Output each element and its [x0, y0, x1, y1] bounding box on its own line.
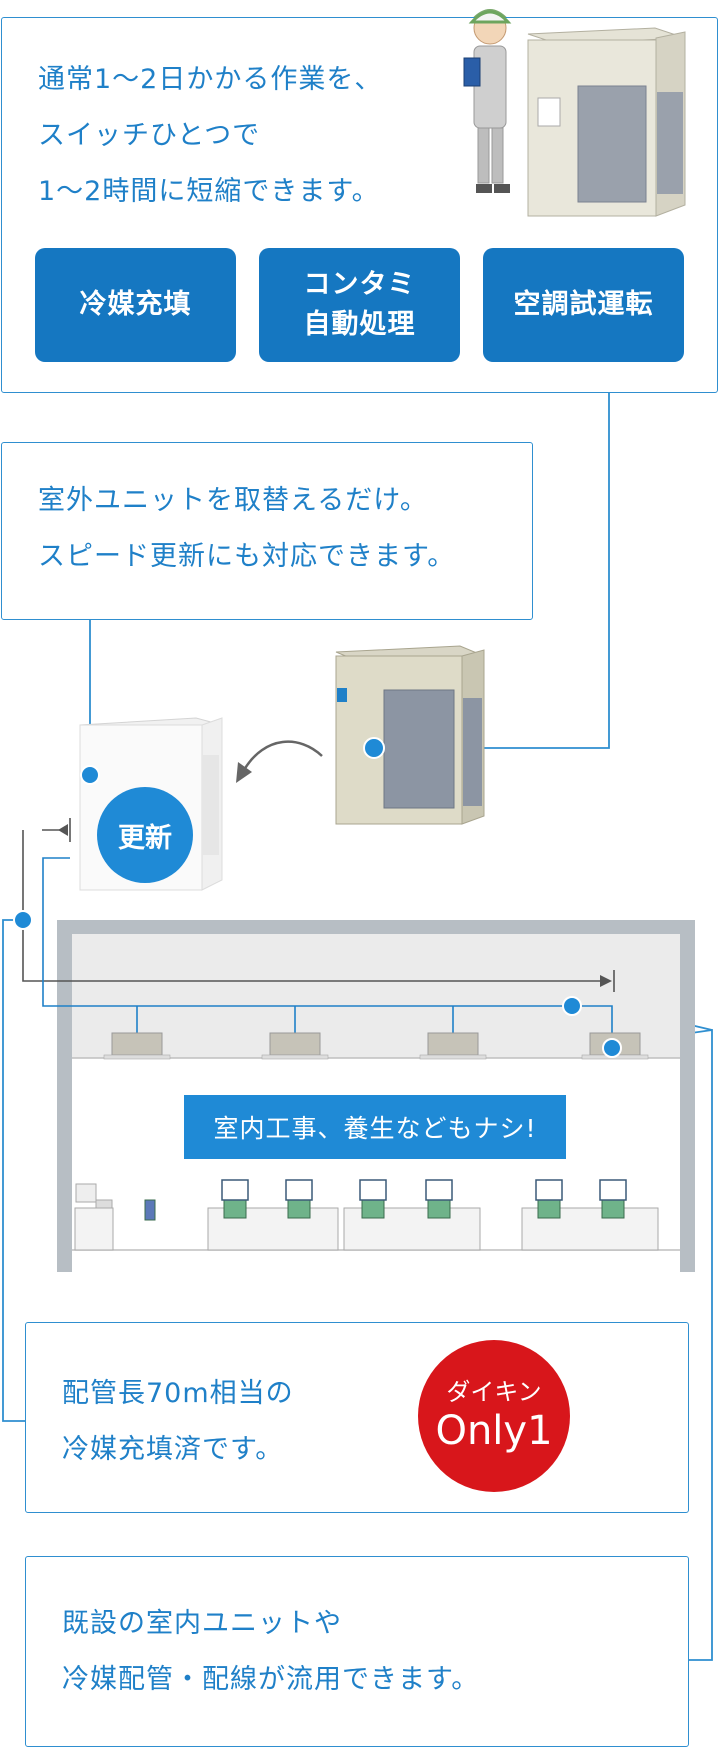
- box3-line: 冷媒充填済です。: [62, 1434, 284, 1465]
- refrigerant-charge-button: 冷媒充填: [35, 248, 236, 362]
- ceiling-space: [72, 934, 680, 1058]
- box2-line: 室外ユニットを取替えるだけ。: [38, 485, 428, 516]
- indoor-unit: [103, 1032, 171, 1060]
- box1-line: 1〜2時間に短縮できます。: [38, 176, 380, 207]
- button-label: 空調試運転: [513, 289, 654, 320]
- no-indoor-work-banner: 室内工事、養生などもナシ!: [184, 1095, 566, 1159]
- box4-text: 既設の室内ユニットや 冷媒配管・配線が流用できます。: [62, 1596, 479, 1708]
- renew-badge: 更新: [97, 787, 193, 883]
- connection-dot: [80, 765, 100, 785]
- box1-text: 通常1〜2日かかる作業を、 スイッチひとつで 1〜2時間に短縮できます。: [38, 52, 382, 220]
- box3-text: 配管長70m相当の 冷媒充填済です。: [62, 1366, 294, 1478]
- badge-bottom-text: Only1: [435, 1408, 553, 1454]
- box4-line: 既設の室内ユニットや: [62, 1608, 342, 1639]
- box2-line: スピード更新にも対応できます。: [38, 541, 456, 572]
- badge-top-text: ダイキン: [446, 1378, 542, 1406]
- connector-line-3: [2, 919, 25, 1422]
- daikin-only1-badge: ダイキン Only1: [418, 1340, 570, 1492]
- wiring-line: [42, 857, 613, 1040]
- connection-dot: [602, 1038, 622, 1058]
- trial-run-button: 空調試運転: [483, 248, 684, 362]
- office-desks: [74, 1183, 659, 1251]
- new-outdoor-unit: [335, 645, 485, 825]
- button-label: コンタミ: [303, 269, 416, 300]
- box1-line: スイッチひとつで: [38, 120, 261, 151]
- box4-line: 冷媒配管・配線が流用できます。: [62, 1664, 480, 1695]
- info-box-precharged: [25, 1322, 689, 1513]
- box3-line: 配管長70m相当の: [62, 1378, 294, 1409]
- info-box-reuse: [25, 1556, 689, 1747]
- connection-dot: [562, 996, 582, 1016]
- connection-dot: [13, 910, 33, 930]
- connection-dot: [363, 737, 385, 759]
- indoor-unit: [261, 1032, 329, 1060]
- box2-text: 室外ユニットを取替えるだけ。 スピード更新にも対応できます。: [38, 473, 455, 585]
- button-label: 自動処理: [303, 309, 416, 340]
- refrigerant-pipe: [22, 830, 600, 982]
- office-monitors: [221, 1179, 627, 1201]
- indoor-unit: [419, 1032, 487, 1060]
- info-box-speed-renewal: [1, 442, 533, 620]
- contamination-button: コンタミ 自動処理: [259, 248, 460, 362]
- button-label: 冷媒充填: [79, 289, 192, 320]
- box1-line: 通常1〜2日かかる作業を、: [38, 64, 383, 95]
- replace-arrow: [242, 740, 323, 771]
